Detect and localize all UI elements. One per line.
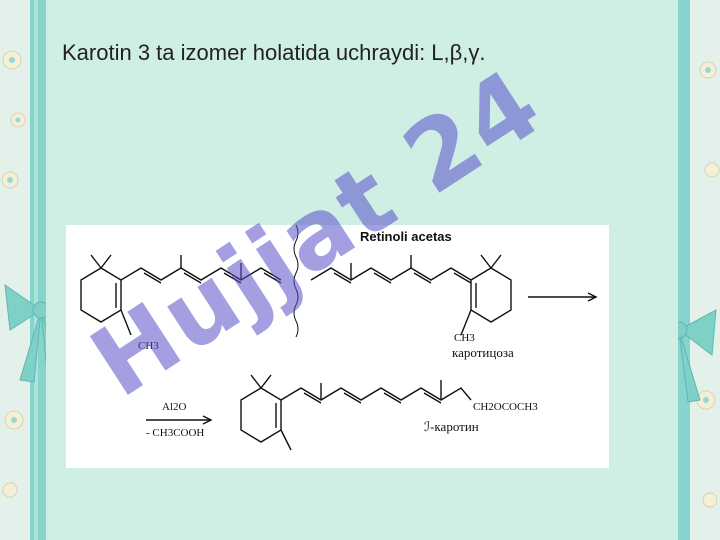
- reagent-top-label: Al2O: [162, 401, 187, 413]
- slide-title: Karotin 3 ta izomer holatida uchraydi: L…: [62, 40, 486, 65]
- karotitsoza-label: каротицоза: [452, 345, 514, 360]
- reaction-scheme-drawing: [80, 225, 598, 451]
- figure-heading: Retinoli acetas: [360, 229, 452, 244]
- chemical-reaction-figure: Retinoli acetas CH3 CH3 каротицоза Al2O …: [66, 225, 609, 468]
- ch3-right-label: CH3: [454, 332, 475, 344]
- reagent-bottom-label: - CH3COOH: [146, 427, 205, 439]
- ch3-left-label: CH3: [138, 340, 159, 352]
- product-label: ℐ-каротин: [424, 419, 479, 434]
- ester-group-label: CH2OCOCH3: [473, 401, 538, 413]
